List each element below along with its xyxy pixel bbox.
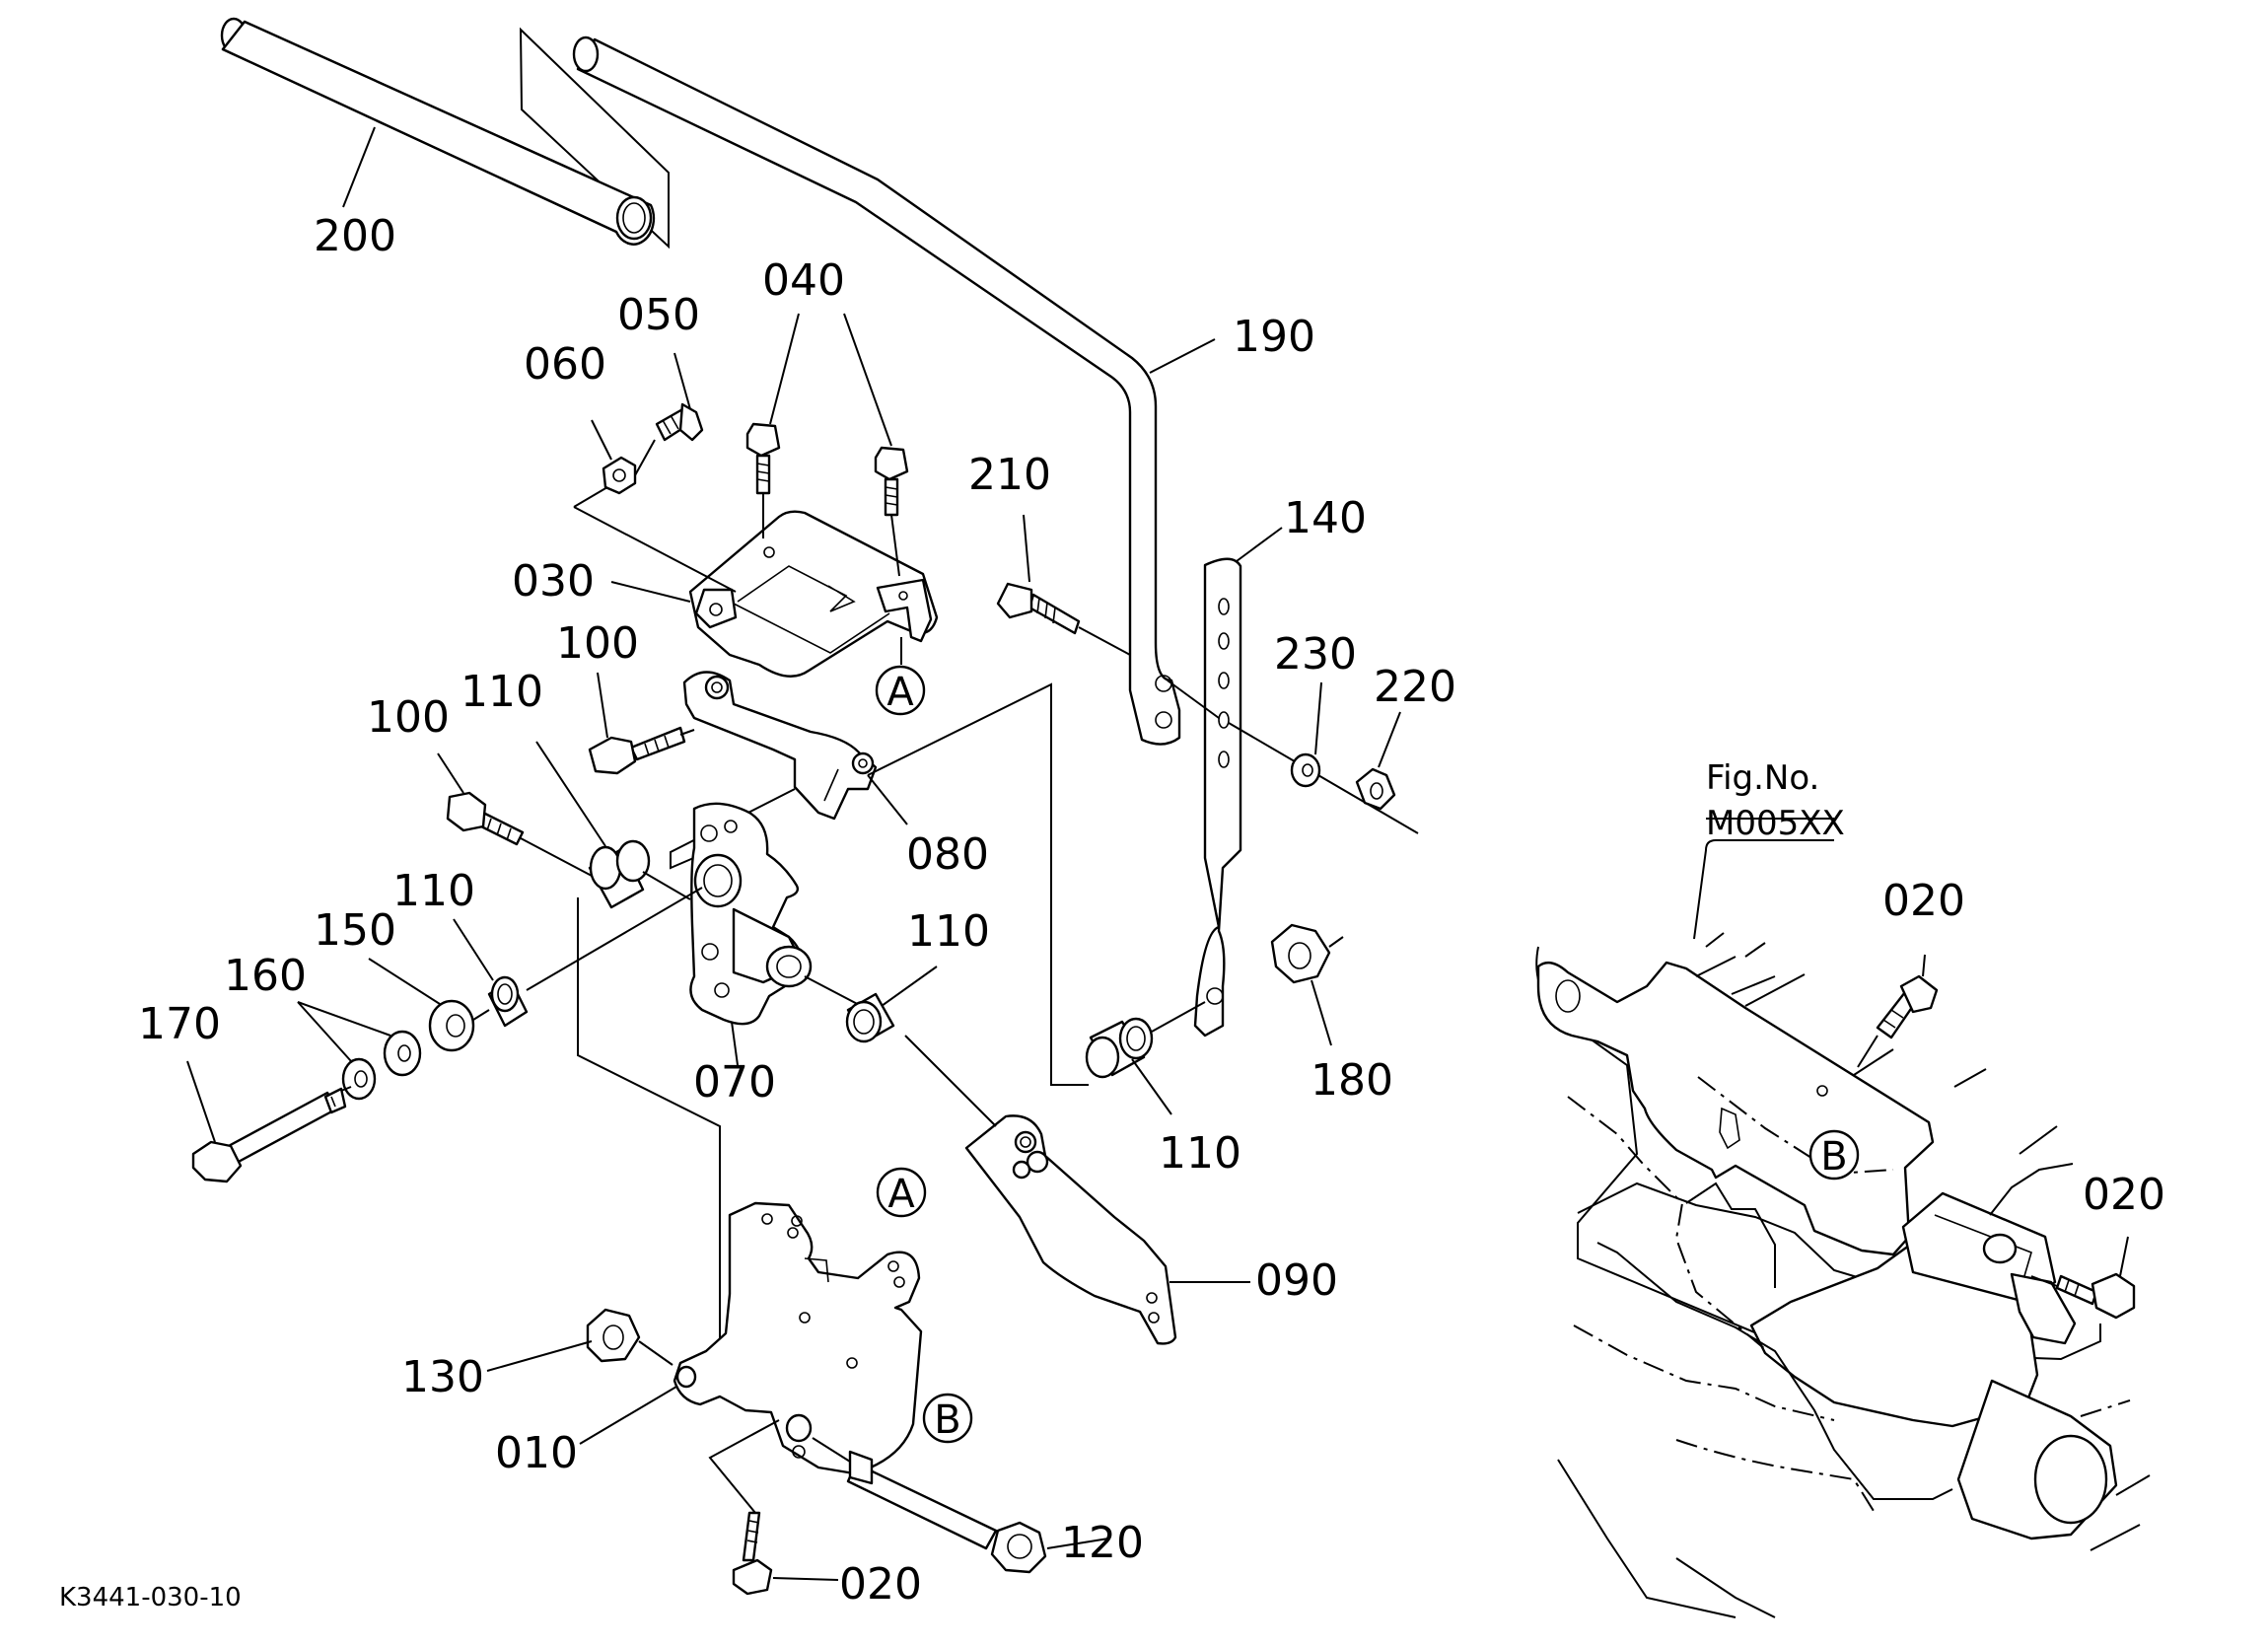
part-label-020: 020	[2083, 1170, 2165, 1220]
part-label-180: 180	[1311, 1055, 1393, 1106]
part-190-handle	[572, 36, 1216, 746]
part-060-washer	[573, 419, 737, 593]
part-110-bushing-d	[1085, 1001, 1206, 1115]
part-label-170: 170	[138, 999, 221, 1049]
callout-circle	[876, 1167, 927, 1218]
part-110-bushing-c	[845, 966, 938, 1043]
callout-letter: A	[887, 1172, 915, 1217]
part-170-bolt	[186, 1060, 352, 1183]
callout-a: A	[876, 1167, 927, 1218]
part-label-110: 110	[1159, 1128, 1241, 1179]
part-050-bolt	[655, 352, 704, 442]
part-label-010: 010	[495, 1428, 578, 1478]
part-110-bushing-b	[453, 887, 703, 1028]
diagram-code: K3441-030-10	[59, 1583, 242, 1612]
part-label-210: 210	[968, 450, 1051, 500]
part-label-110: 110	[461, 667, 543, 717]
part-label-060: 060	[524, 339, 606, 390]
part-label-080: 080	[906, 829, 989, 880]
part-label-020: 020	[1882, 876, 1965, 926]
part-080-link	[670, 671, 1089, 1086]
part-070-pivot	[689, 802, 888, 1066]
part-210-bolt	[996, 514, 1131, 656]
inset-assembly-detail	[1535, 818, 2151, 1618]
part-150-washer	[368, 958, 490, 1052]
callout-b: B	[922, 1393, 973, 1444]
part-label-190: 190	[1233, 312, 1315, 362]
part-020-bolt-a	[708, 1419, 839, 1596]
part-label-110: 110	[907, 906, 990, 957]
part-040-bolt-left	[745, 422, 781, 538]
part-180-nut	[1270, 923, 1344, 1046]
part-label-030: 030	[512, 556, 595, 607]
part-label-230: 230	[1274, 629, 1357, 680]
callout-circle	[1808, 1129, 1860, 1181]
part-label-020: 020	[839, 1559, 922, 1610]
part-label-220: 220	[1374, 662, 1456, 712]
callout-letter: B	[934, 1397, 960, 1443]
part-label-110: 110	[392, 866, 475, 916]
part-label-070: 070	[693, 1057, 776, 1108]
callout-circle	[875, 665, 926, 716]
part-130-nut	[486, 1308, 673, 1372]
callout-a: A	[875, 665, 926, 716]
part-110-bushing-a	[535, 741, 691, 909]
part-label-130: 130	[401, 1352, 484, 1402]
part-label-140: 140	[1284, 493, 1367, 543]
part-140-lever	[1167, 527, 1419, 1038]
part-label-200: 200	[314, 211, 396, 261]
part-160-washers	[297, 1001, 422, 1101]
part-120-bolt	[812, 1437, 1109, 1574]
callout-letter: B	[1820, 1134, 1847, 1180]
callout-letter: A	[886, 670, 914, 715]
part-100-bolt-b	[437, 752, 593, 877]
part-label-090: 090	[1255, 1255, 1338, 1306]
callout-group: A A B B	[875, 665, 1860, 1444]
callout-b: B	[1808, 1129, 1860, 1181]
part-040-bolt-right	[874, 446, 909, 577]
leader-040-b	[843, 313, 892, 447]
fig-ref-line1: Fig.No.	[1706, 758, 1819, 798]
leader-040-a	[769, 313, 800, 425]
guide-line-left	[577, 1045, 721, 1383]
part-230-washer	[1290, 681, 1322, 788]
part-label-100: 100	[367, 692, 450, 743]
fig-ref-line2: M005XX	[1706, 804, 1845, 843]
part-030-bracket	[610, 510, 939, 678]
callout-circle	[922, 1393, 973, 1444]
part-label-150: 150	[314, 905, 396, 956]
part-220-nut	[1355, 711, 1401, 811]
part-label-160: 160	[224, 951, 307, 1001]
part-090-pedal	[904, 1035, 1250, 1345]
part-label-120: 120	[1061, 1518, 1144, 1568]
part-label-050: 050	[617, 290, 700, 340]
part-200-pipe	[220, 17, 670, 250]
part-010-bracket	[579, 1201, 923, 1475]
part-label-040: 040	[762, 255, 845, 306]
part-100-bolt-a	[588, 672, 695, 775]
part-label-100: 100	[556, 618, 639, 669]
